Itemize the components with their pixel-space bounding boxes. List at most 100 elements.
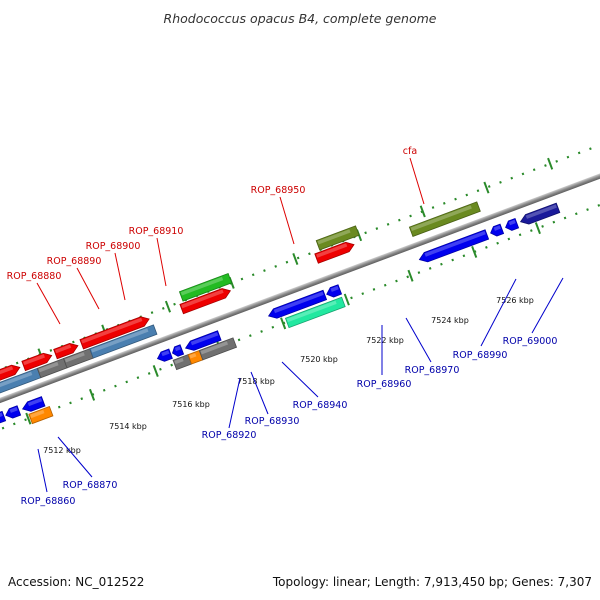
- gene-label-rop-68930[interactable]: ROP_68930: [245, 416, 300, 427]
- gene-highlight: [525, 204, 557, 219]
- gene-arrow[interactable]: [21, 351, 54, 372]
- gene-label-rop-68990[interactable]: ROP_68990: [453, 350, 508, 361]
- gene-highlight: [190, 332, 219, 346]
- gene-label-rop-68970[interactable]: ROP_68970: [405, 365, 460, 376]
- gene-label-rop-68890[interactable]: ROP_68890: [47, 256, 102, 267]
- tick-label: 7516 kbp: [172, 400, 210, 409]
- leader-line: [37, 448, 48, 493]
- gene-highlight: [410, 205, 472, 231]
- tick-label: 7522 kbp: [366, 336, 404, 345]
- gene-label-rop-68910[interactable]: ROP_68910: [129, 226, 184, 237]
- gene-arrow[interactable]: [21, 396, 46, 414]
- gene-arrow[interactable]: [184, 330, 222, 353]
- leader-line: [250, 371, 269, 415]
- tick-label: 7512 kbp: [43, 446, 81, 455]
- forward-gene-labels: ROP_68880 ROP_68890 ROP_68900 ROP_68910 …: [7, 146, 425, 325]
- gene-box[interactable]: [28, 405, 54, 425]
- tick-mark: [25, 412, 32, 425]
- gene-arrow[interactable]: [418, 229, 490, 265]
- gene-box[interactable]: [178, 272, 233, 302]
- accession-text: Accession: NC_012522: [8, 575, 144, 589]
- gene-highlight: [27, 397, 43, 407]
- tick-label: 7524 kbp: [431, 316, 469, 325]
- gene-label-rop-69000[interactable]: ROP_69000: [503, 336, 558, 347]
- gene-highlight: [174, 357, 184, 365]
- gene-highlight: [181, 289, 224, 309]
- gene-box[interactable]: [408, 201, 481, 237]
- gene-label-cfa[interactable]: cfa: [403, 146, 417, 157]
- tick-mark: [280, 317, 287, 330]
- gene-label-rop-68940[interactable]: ROP_68940: [293, 400, 348, 411]
- gene-arrow[interactable]: [0, 363, 22, 391]
- gene-box[interactable]: [315, 225, 360, 251]
- gene-arrow[interactable]: [53, 341, 80, 360]
- gene-arrow[interactable]: [489, 223, 505, 238]
- gene-box[interactable]: [284, 296, 346, 329]
- gene-highlight: [0, 366, 14, 385]
- gene-highlight: [38, 361, 59, 373]
- gene-box[interactable]: [89, 324, 158, 359]
- gene-arrow[interactable]: [4, 405, 22, 420]
- gene-label-rop-68920[interactable]: ROP_68920: [202, 430, 257, 441]
- gene-highlight: [23, 354, 45, 366]
- gene-highlight: [317, 229, 351, 245]
- gene-arrow[interactable]: [79, 314, 151, 350]
- tick-mark: [471, 245, 478, 258]
- gene-highlight: [189, 353, 197, 359]
- gene-highlight: [64, 352, 85, 363]
- gene-arrow[interactable]: [314, 240, 356, 264]
- gene-box[interactable]: [198, 337, 238, 361]
- gene-label-rop-68900[interactable]: ROP_68900: [86, 241, 141, 252]
- leader-line: [409, 157, 425, 205]
- gene-arrow[interactable]: [0, 410, 7, 428]
- gene-highlight: [180, 276, 224, 296]
- tick-label: 7518 kbp: [237, 377, 275, 386]
- leader-line: [76, 267, 100, 310]
- tick-label: 7520 kbp: [300, 355, 338, 364]
- gene-arrow[interactable]: [504, 218, 520, 233]
- leader-line: [228, 377, 241, 429]
- gene-highlight: [200, 341, 229, 355]
- leader-line: [281, 361, 319, 398]
- gene-label-rop-68960[interactable]: ROP_68960: [357, 379, 412, 390]
- gene-highlight: [273, 291, 324, 314]
- gene-highlight: [30, 409, 45, 419]
- leader-line: [57, 436, 93, 478]
- leader-line: [405, 317, 432, 363]
- gene-highlight: [493, 225, 501, 231]
- gene-highlight: [9, 407, 18, 413]
- leader-line: [114, 252, 126, 301]
- gene-highlight: [81, 317, 143, 344]
- page-title: Rhodococcus opacus B4, complete genome: [164, 11, 437, 26]
- gene-arrow[interactable]: [171, 344, 185, 358]
- gene-arrow[interactable]: [519, 202, 561, 226]
- genome-backbone: [0, 133, 600, 447]
- gene-highlight: [174, 346, 181, 352]
- genome-track: [0, 114, 600, 464]
- gene-highlight: [286, 300, 337, 323]
- tick-label: 7514 kbp: [109, 422, 147, 431]
- tick-mark: [164, 300, 172, 313]
- gene-arrow[interactable]: [325, 284, 343, 299]
- tick-mark: [483, 181, 490, 194]
- tick-mark: [534, 222, 541, 235]
- gene-label-rop-68860[interactable]: ROP_68860: [21, 496, 76, 507]
- tick-mark: [343, 293, 350, 306]
- gene-highlight: [330, 285, 339, 292]
- gene-highlight: [0, 371, 33, 397]
- gene-arrow[interactable]: [179, 286, 232, 315]
- tick-mark: [419, 205, 426, 218]
- gene-highlight: [316, 243, 348, 258]
- summary-text: Topology: linear; Length: 7,913,450 bp; …: [272, 575, 592, 589]
- gene-features: [0, 201, 561, 428]
- gene-label-rop-68950[interactable]: ROP_68950: [251, 185, 306, 196]
- reverse-gene-labels: ROP_68860 ROP_68870 ROP_68920 ROP_68930 …: [21, 277, 564, 507]
- gene-label-rop-68880[interactable]: ROP_68880: [7, 271, 62, 282]
- tick-labels: 7512 kbp 7514 kbp 7516 kbp 7518 kbp 7520…: [43, 296, 534, 455]
- gene-label-rop-68870[interactable]: ROP_68870: [63, 480, 118, 491]
- forward-dot-guide: [0, 114, 600, 411]
- gene-arrow[interactable]: [267, 289, 328, 320]
- gene-arrow[interactable]: [156, 348, 173, 363]
- leader-line: [480, 278, 517, 347]
- leader-line: [279, 196, 295, 245]
